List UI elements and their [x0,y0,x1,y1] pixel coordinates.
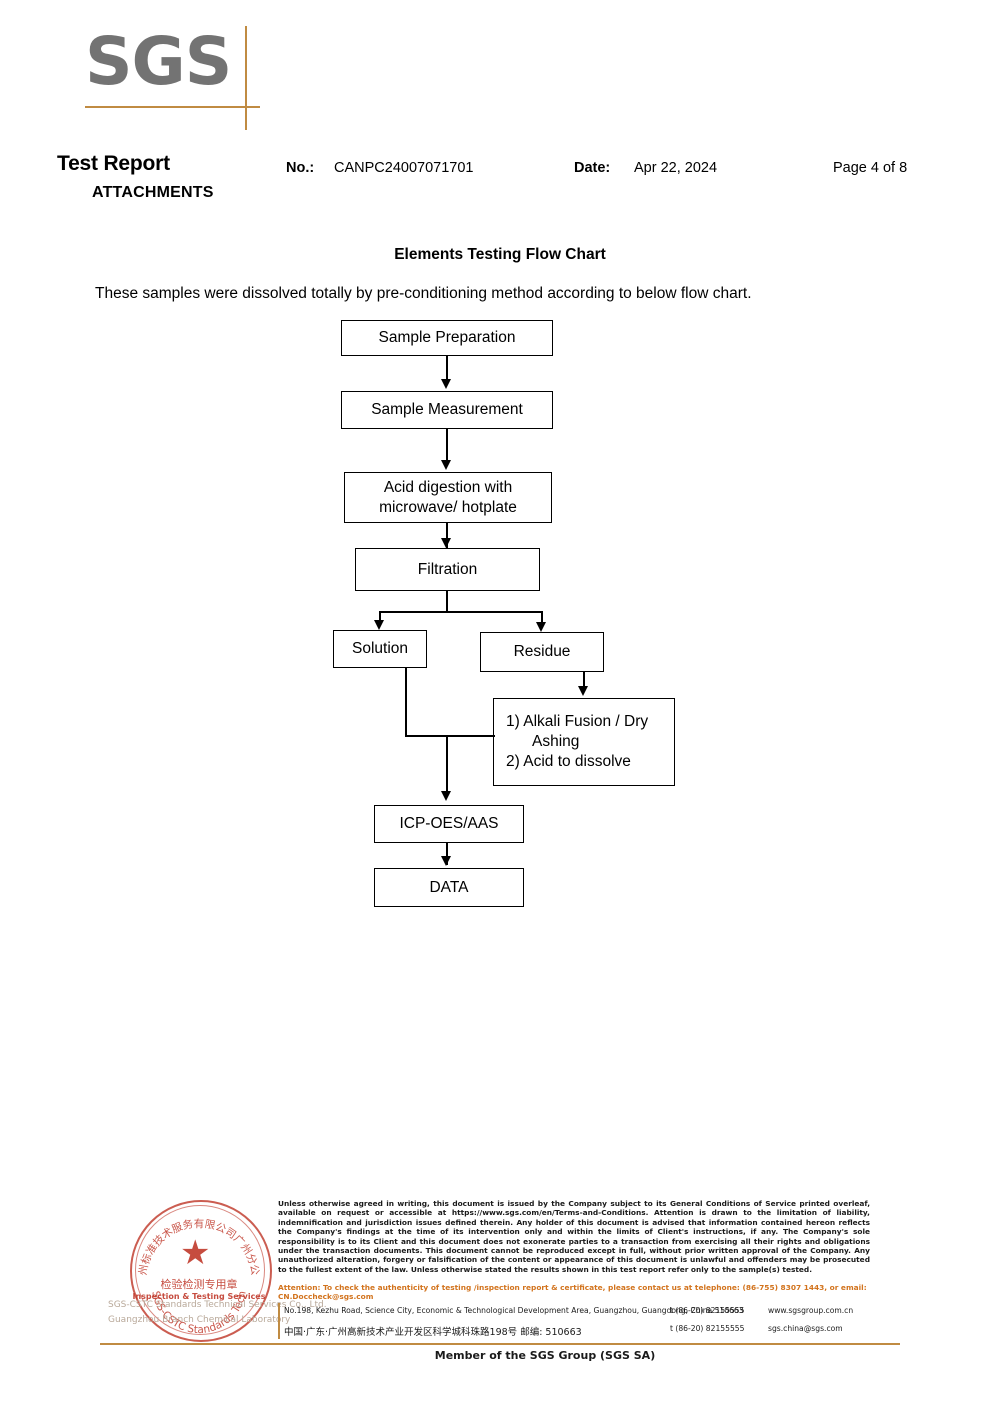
member-text: Member of the SGS Group (SGS SA) [434,1349,656,1362]
elements-testing-flow-chart: Sample Preparation Sample Measurement Ac… [333,320,675,907]
flow-node-label: Filtration [417,560,478,578]
flow-node-acid-digestion: Acid digestion with microwave/ hotplate [344,472,552,523]
edge-prep-meas-line [446,356,448,381]
edge-acid-filt-line [446,523,448,550]
faded-company-name: SGS-CSTC Standards Technical Services Co… [108,1298,328,1328]
intro-paragraph: These samples were dissolved totally by … [95,285,752,302]
flow-node-label: Sample Preparation [378,329,516,346]
edge-meas-acid-line [446,429,448,462]
address-cn: 中国·广东·广州高新技术产业开发区科学城科珠路198号 邮编: 510663 [284,1327,582,1338]
website-url[interactable]: www.sgsgroup.com.cn [768,1306,854,1315]
seal-inner-ring [135,1205,265,1335]
edge-meas-acid-arrow [441,460,451,470]
seal-star-icon: ★ [180,1234,211,1272]
flow-node-sample-measurement: Sample Measurement [341,391,553,429]
seal-chinese-text: 检验检测专用章 [160,1278,238,1291]
seal-arc-text: 广州标准技术服务有限公司广州分公司 SGS-CSTC Standards Tec… [130,1200,261,1336]
company-seal: 广州标准技术服务有限公司广州分公司 SGS-CSTC Standards Tec… [130,1200,272,1342]
flow-node-label: Sample Measurement [371,401,523,418]
page-footer: Unless otherwise agreed in writing, this… [0,1185,1000,1415]
flow-node-label: Solution [351,640,408,657]
flow-node-data: DATA [374,868,524,907]
flow-node-filtration: Filtration [355,548,540,591]
edge-filt-split-stem [446,591,448,613]
seal-english-text: Inspection & Testing Services [132,1292,266,1301]
edge-res-alkali-line [583,672,585,690]
address-block: No.198, Kezhu Road, Science City, Econom… [278,1303,883,1339]
report-no-label: No.: [286,160,315,176]
address-separator-rule [278,1303,280,1339]
seal-outer-ring [130,1200,272,1342]
edge-filt-res-drop [541,611,543,624]
edge-filt-sol-arrow [374,620,384,630]
flow-node-sample-preparation: Sample Preparation [341,320,553,356]
report-date-label: Date: [574,160,611,176]
faded-company-line1: SGS-CSTC Standards Technical Services Co… [108,1300,327,1310]
flow-node-alkali-fusion: 1) Alkali Fusion / Dry Ashing 2) Acid to… [493,698,675,786]
footer-horizontal-rule [100,1343,900,1345]
edge-prep-meas-arrow [441,379,451,389]
address-en: No.198, Kezhu Road, Science City, Econom… [284,1306,744,1315]
edge-filt-sol-drop [379,611,381,623]
edge-icp-data-line [446,843,448,865]
page-title: Test Report [57,152,170,175]
edge-res-alkali-arrow [578,686,588,696]
legal-disclaimer: Unless otherwise agreed in writing, this… [278,1199,870,1274]
edge-merge-to-icp [446,735,448,793]
header-horizontal-rule [85,106,260,108]
edge-filt-split-bar [379,611,543,613]
flow-node-label: DATA [429,878,469,896]
faded-company-line2: Guangzhou Branch Chemical Laboratory [108,1315,291,1325]
edge-icp-data-arrow [441,856,451,866]
sgs-logo: SGS [85,22,275,130]
flow-node-label-line1: Acid digestion with [383,478,513,496]
address-row-cn: 中国·广东·广州高新技术产业开发区科学城科珠路198号 邮编: 510663 t… [278,1321,883,1339]
flow-node-label: ICP-OES/AAS [399,815,499,832]
report-no-value: CANPC24007071701 [334,160,474,176]
flow-node-label-line1: 1) Alkali Fusion / Dry [506,713,649,730]
flow-node-label-line2: microwave/ hotplate [379,498,517,516]
telephone-cn: t (86-20) 82155555 [670,1324,745,1333]
edge-merge-bar [405,735,495,737]
edge-sol-down [405,668,407,737]
page-number: Page 4 of 8 [833,160,908,176]
flow-node-label-line2: Ashing [532,733,580,750]
flow-node-icp-oes-aas: ICP-OES/AAS [374,805,524,843]
telephone-en: t (86-20) 82155555 [670,1306,745,1315]
flow-node-solution: Solution [333,630,427,668]
address-row-en: No.198, Kezhu Road, Science City, Econom… [278,1303,883,1321]
section-title: Elements Testing Flow Chart [394,246,606,263]
flow-node-label: Residue [513,643,571,660]
flow-node-residue: Residue [480,632,604,672]
member-line: Member of the SGS Group (SGS SA) [0,1349,1000,1362]
report-date-value: Apr 22, 2024 [634,160,718,176]
edge-filt-res-arrow [536,622,546,632]
sgs-logo-text: SGS [85,23,232,100]
email-address[interactable]: sgs.china@sgs.com [768,1324,843,1333]
attention-notice: Attention: To check the authenticity of … [278,1283,867,1302]
edge-acid-filt-arrow [441,538,451,548]
edge-merge-icp-arrow [441,791,451,801]
flow-node-label-line3: 2) Acid to dissolve [506,753,631,770]
page-subtitle: ATTACHMENTS [92,184,214,201]
logo-vertical-rule [245,26,247,130]
